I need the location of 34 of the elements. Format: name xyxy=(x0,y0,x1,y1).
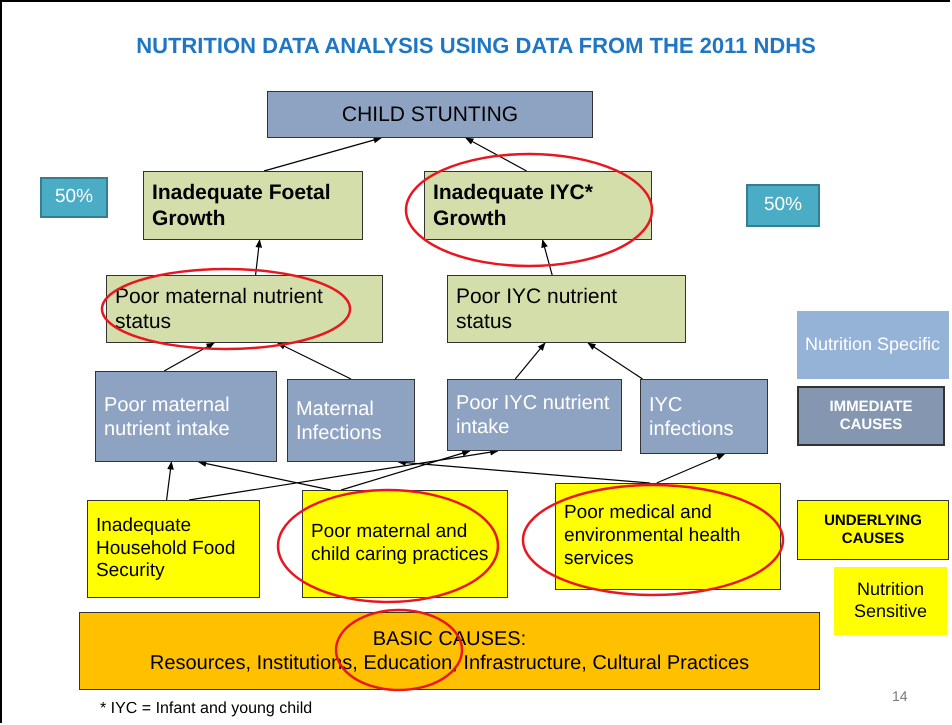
arrow xyxy=(340,450,471,491)
category-tag: UNDERLYING CAUSES xyxy=(797,500,949,560)
slide-title: NUTRITION DATA ANALYSIS USING DATA FROM THE 2011 NDHS xyxy=(135,33,817,59)
heading-box: CHILD STUNTING xyxy=(267,91,593,138)
outcome-box: Inadequate Foetal Growth xyxy=(143,171,363,240)
cause-box: Poor maternal nutrient intake xyxy=(95,371,277,462)
page-number: 14 xyxy=(892,688,908,704)
arrow xyxy=(188,448,499,501)
category-tag: Nutrition Sensitive xyxy=(834,567,947,635)
category-tag: IMMEDIATE CAUSES xyxy=(797,386,945,446)
category-tag: Nutrition Specific xyxy=(797,311,949,379)
cause-box: Inadequate Household Food Security xyxy=(87,500,260,598)
arrow xyxy=(166,461,174,500)
arrow xyxy=(276,342,352,380)
footnote: * IYC = Infant and young child xyxy=(100,700,312,718)
cause-box: IYC infections xyxy=(640,379,768,454)
percent-badge: 50% xyxy=(746,184,820,227)
cause-box: Poor IYC nutrient intake xyxy=(447,379,622,451)
cause-box: Maternal Infections xyxy=(287,379,415,462)
arrow xyxy=(254,239,262,276)
arrow xyxy=(541,239,553,276)
arrow xyxy=(587,342,643,380)
cause-box: Poor maternal and child caring practices xyxy=(302,490,508,598)
status-box: Poor maternal nutrient status xyxy=(106,275,383,343)
arrow xyxy=(164,342,215,372)
status-box: Poor IYC nutrient status xyxy=(447,275,686,343)
arrow xyxy=(514,342,546,380)
cause-box: Poor medical and environmental health services xyxy=(555,483,781,590)
outcome-box: Inadequate IYC* Growth xyxy=(424,171,652,240)
percent-badge: 50% xyxy=(40,177,108,218)
arrow xyxy=(198,460,331,491)
arrow xyxy=(264,136,382,172)
arrow xyxy=(465,137,527,172)
arrow xyxy=(656,453,726,484)
